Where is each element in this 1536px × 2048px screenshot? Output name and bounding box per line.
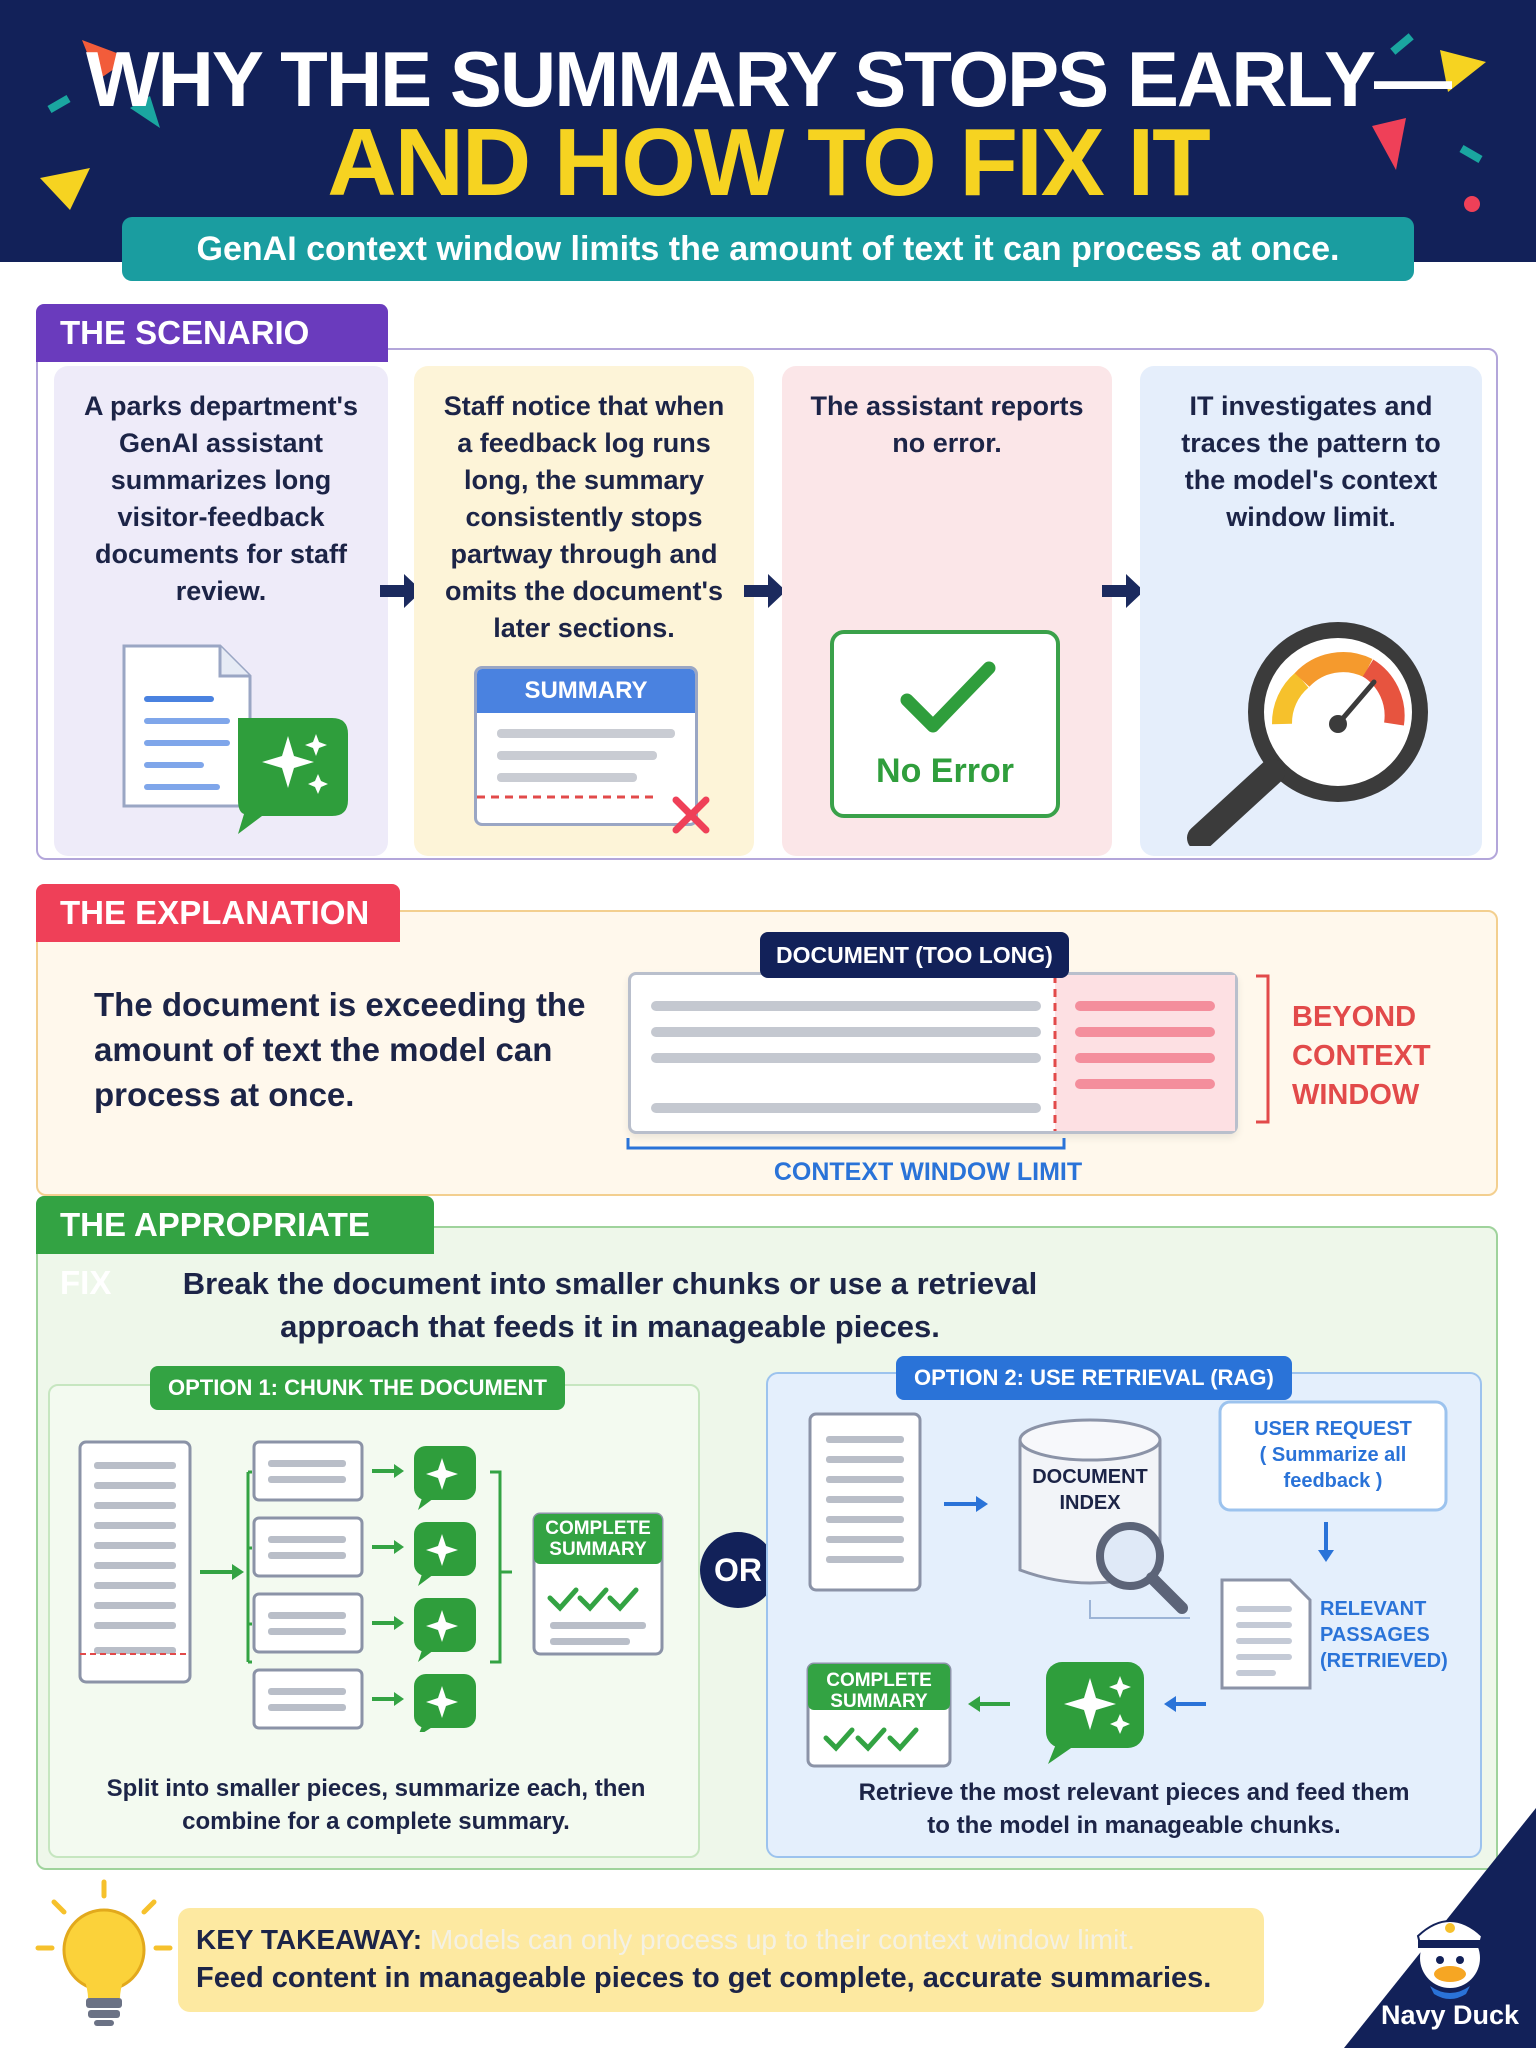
arrow-right-icon [380,574,422,608]
doc-too-long-label: DOCUMENT (TOO LONG) [760,932,1069,978]
takeaway-box [178,1908,1264,2012]
checkmark-icon [900,661,996,733]
or-badge: OR [700,1532,776,1608]
long-document-graphic [628,972,1238,1134]
fix-label: THE APPROPRIATE FIX [36,1196,434,1301]
option2-complete-summary-label: COMPLETE SUMMARY [826,1670,932,1712]
error-x-icon [672,796,710,834]
scenario-card-3: The assistant reports no error. No Error [782,366,1112,856]
relevant-passages-label: RELEVANT PASSAGES (RETRIEVED) [1320,1598,1448,1672]
document-chat-icon [122,644,348,834]
beyond-context-label: BEYOND CONTEXT WINDOW [1292,1001,1431,1111]
option1-caption: Split into smaller pieces, summarize eac… [106,1775,646,1835]
user-request-label: USER REQUEST ( Summarize all feedback ) [1254,1418,1412,1492]
magnifier-gauge-icon [1187,622,1428,846]
navy-duck-logo [1344,1808,1536,2048]
document-index-label: DOCUMENT INDEX [1032,1466,1148,1514]
no-error-badge: No Error [830,630,1060,818]
option1-complete-summary-label: COMPLETE SUMMARY [545,1518,651,1560]
scenario-card-4: IT investigates and traces the pattern t… [1140,366,1482,856]
page-title-line2: AND HOW TO FIX IT [327,109,1211,216]
takeaway-line2: Feed content in manageable pieces to get… [196,1962,1212,1994]
arrow-right-icon [744,574,786,608]
scenario-card-2-text: Staff notice that when a feedback log ru… [443,391,725,643]
brand-name: Navy Duck [1380,2000,1520,2030]
takeaway-line1: KEY TAKEAWAY: Models can only process up… [196,1924,1135,1956]
summary-card: SUMMARY [474,666,698,826]
takeaway-line1-rest: Models can only process up to their cont… [429,1924,1135,1955]
document-lines-graphic [651,975,1235,1131]
no-error-text: No Error [876,752,1014,790]
takeaway-prefix: KEY TAKEAWAY: [196,1924,423,1955]
lightbulb-icon [35,1879,173,2026]
truncated-lines-graphic [477,729,675,799]
context-window-limit-label: CONTEXT WINDOW LIMIT [773,1158,1083,1186]
scenario-card-1-text: A parks department's GenAI assistant sum… [83,391,358,606]
explanation-text: The document is exceeding the amount of … [94,986,586,1113]
confetti-decoration [40,33,1486,212]
beyond-bracket [1256,974,1270,1124]
page-title-line1: WHY THE SUMMARY STOPS EARLY— [85,35,1452,123]
scenario-card-1: A parks department's GenAI assistant sum… [54,366,388,856]
retrieval-diagram [806,1400,1448,1768]
scenario-card-2: Staff notice that when a feedback log ru… [414,366,754,856]
scenario-card-3-text: The assistant reports no error. [810,391,1084,458]
chunking-diagram [78,1440,664,1732]
scenario-label: THE SCENARIO [36,304,388,362]
summary-header: SUMMARY [477,669,695,713]
option1-label: OPTION 1: CHUNK THE DOCUMENT [150,1366,565,1410]
option2-label: OPTION 2: USE RETRIEVAL (RAG) [896,1356,1292,1400]
option2-caption: Retrieve the most relevant pieces and fe… [858,1779,1410,1839]
fix-text: Break the document into smaller chunks o… [182,1266,1038,1344]
limit-bracket [626,1138,1066,1150]
subtitle-bar: GenAI context window limits the amount o… [122,217,1414,281]
arrow-right-icon [1102,574,1144,608]
scenario-card-4-text: IT investigates and traces the pattern t… [1181,391,1441,532]
explanation-label: THE EXPLANATION [36,884,400,942]
